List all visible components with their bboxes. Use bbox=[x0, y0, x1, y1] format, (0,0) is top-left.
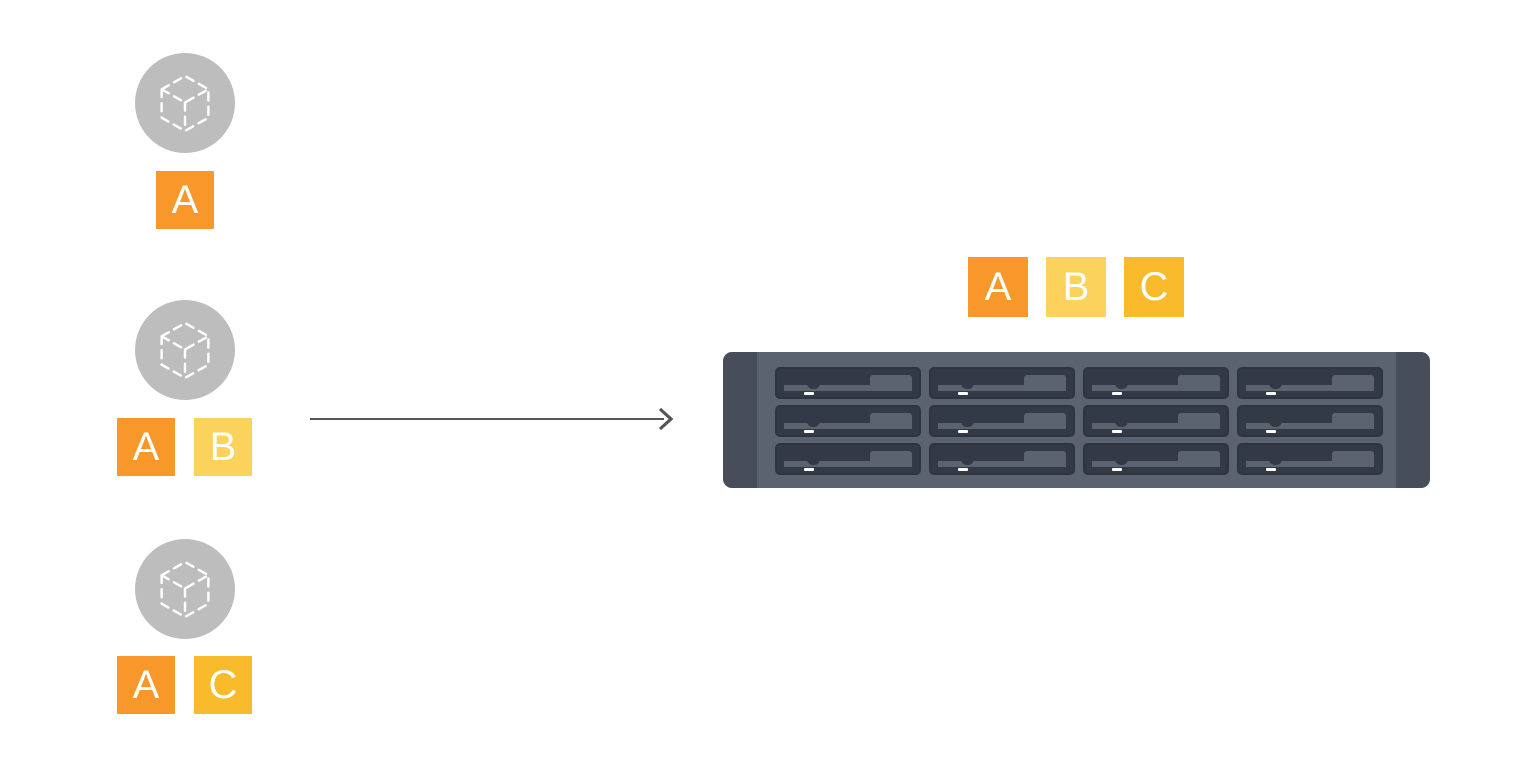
drive-bay bbox=[929, 367, 1075, 399]
bay-led-indicator bbox=[1112, 467, 1122, 471]
bay-led-indicator bbox=[804, 391, 814, 395]
bay-led-indicator bbox=[1266, 391, 1276, 395]
bay-handle bbox=[1246, 423, 1374, 429]
bay-notch bbox=[807, 383, 820, 389]
bay-handle bbox=[1092, 461, 1220, 467]
bay-handle bbox=[784, 385, 912, 391]
bay-handle bbox=[938, 461, 1066, 467]
bay-handle bbox=[784, 461, 912, 467]
bay-notch bbox=[961, 383, 974, 389]
bay-led-indicator bbox=[1112, 429, 1122, 433]
drive-bay bbox=[775, 443, 921, 475]
bay-handle bbox=[1092, 385, 1220, 391]
flow-arrow-icon bbox=[310, 407, 674, 431]
source-instance-1 bbox=[135, 53, 235, 153]
bay-led-indicator bbox=[1112, 391, 1122, 395]
tag-a: A bbox=[117, 418, 175, 476]
cube-icon bbox=[160, 321, 210, 379]
bay-notch bbox=[1115, 421, 1128, 427]
bay-notch bbox=[961, 421, 974, 427]
source-3-tags: A C bbox=[117, 656, 252, 714]
bay-led-indicator bbox=[1266, 467, 1276, 471]
bay-led-indicator bbox=[804, 467, 814, 471]
cube-icon bbox=[160, 560, 210, 618]
bay-handle bbox=[938, 385, 1066, 391]
bay-handle bbox=[1246, 385, 1374, 391]
drive-bay bbox=[1083, 443, 1229, 475]
bay-led-indicator bbox=[1266, 429, 1276, 433]
source-instance-3 bbox=[135, 539, 235, 639]
tag-b: B bbox=[194, 418, 252, 476]
bay-notch bbox=[961, 459, 974, 465]
drive-bay bbox=[929, 405, 1075, 437]
bay-notch bbox=[1269, 383, 1282, 389]
cube-icon bbox=[160, 74, 210, 132]
drive-bay bbox=[1083, 405, 1229, 437]
drive-bay-grid bbox=[775, 367, 1383, 475]
bay-notch bbox=[807, 459, 820, 465]
source-2-tags: A B bbox=[117, 418, 252, 476]
target-tags: A B C bbox=[968, 257, 1184, 317]
bay-notch bbox=[1115, 383, 1128, 389]
bay-led-indicator bbox=[804, 429, 814, 433]
bay-led-indicator bbox=[958, 467, 968, 471]
drive-bay bbox=[775, 405, 921, 437]
server-face bbox=[757, 352, 1396, 488]
bay-notch bbox=[1269, 421, 1282, 427]
drive-bay bbox=[929, 443, 1075, 475]
tag-a: A bbox=[968, 257, 1028, 317]
bay-notch bbox=[1269, 459, 1282, 465]
bay-handle bbox=[1246, 461, 1374, 467]
source-1-tags: A bbox=[156, 171, 214, 229]
drive-bay bbox=[1237, 443, 1383, 475]
bay-handle bbox=[784, 423, 912, 429]
bay-notch bbox=[807, 421, 820, 427]
storage-server bbox=[723, 352, 1430, 488]
drive-bay bbox=[1237, 405, 1383, 437]
tag-c: C bbox=[1124, 257, 1184, 317]
bay-notch bbox=[1115, 459, 1128, 465]
drive-bay bbox=[1237, 367, 1383, 399]
tag-a: A bbox=[117, 656, 175, 714]
bay-handle bbox=[938, 423, 1066, 429]
bay-led-indicator bbox=[958, 391, 968, 395]
bay-handle bbox=[1092, 423, 1220, 429]
tag-b: B bbox=[1046, 257, 1106, 317]
source-instance-2 bbox=[135, 300, 235, 400]
bay-led-indicator bbox=[958, 429, 968, 433]
tag-a: A bbox=[156, 171, 214, 229]
drive-bay bbox=[1083, 367, 1229, 399]
tag-c: C bbox=[194, 656, 252, 714]
drive-bay bbox=[775, 367, 921, 399]
